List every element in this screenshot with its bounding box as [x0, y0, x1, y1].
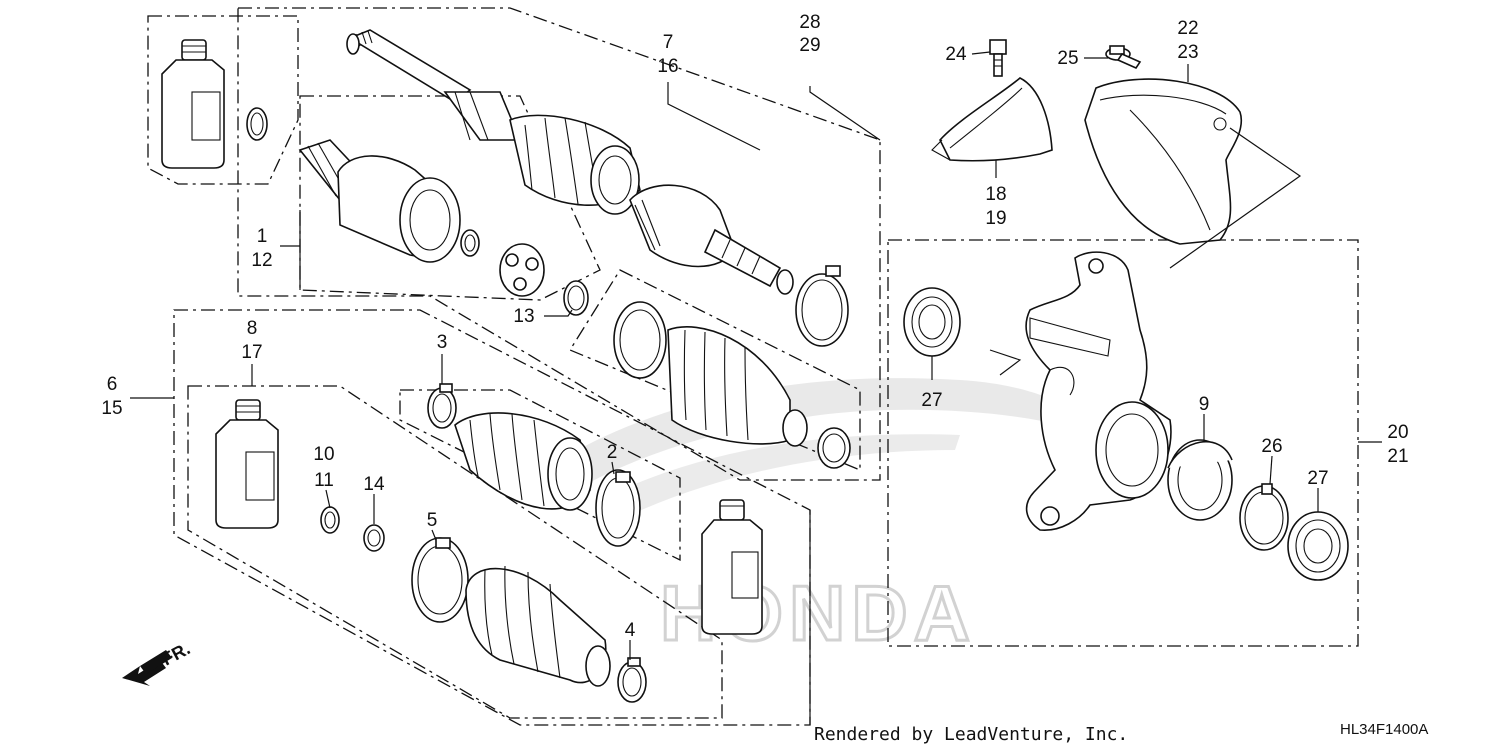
knuckle-guard-22-23	[1084, 78, 1243, 245]
callout-25: 25	[1057, 48, 1078, 69]
wheel-bearing-9	[1167, 439, 1233, 521]
leader-7-16	[667, 82, 761, 151]
oil-seal-27-bottom	[1287, 511, 1349, 581]
boot-band-2	[595, 469, 641, 547]
callout-9: 9	[1199, 394, 1210, 415]
callout-27b: 27	[1307, 468, 1328, 489]
callout-2: 2	[607, 442, 618, 463]
diagram-code: HL34F1400A	[1340, 721, 1428, 738]
bolt-25	[1105, 45, 1142, 70]
boot-band-outer	[795, 265, 849, 347]
callout-13: 13	[513, 306, 534, 327]
leader-10-11	[325, 489, 331, 509]
steering-knuckle	[989, 251, 1172, 531]
tripod-bearing	[499, 243, 545, 297]
callout-24: 24	[945, 44, 967, 65]
snap-ring-top	[246, 107, 268, 141]
callout-26: 26	[1261, 436, 1282, 457]
grease-bottle-mid	[701, 499, 763, 635]
boot-middle	[454, 412, 593, 511]
grease-bottle-top	[161, 39, 225, 169]
leader-24	[971, 51, 991, 55]
callout-3: 3	[437, 332, 448, 353]
front-direction-arrow	[122, 650, 172, 686]
leader-13	[544, 309, 573, 317]
leader-26	[1269, 455, 1273, 485]
callout-27a: 27	[921, 390, 942, 411]
snap-ring-14	[363, 524, 385, 552]
outline-boot-set-lower	[187, 385, 723, 719]
outline-axle-assembly	[237, 7, 881, 481]
outline-oil-top	[147, 15, 299, 185]
leader-2	[611, 461, 615, 475]
footer-credit: Rendered by LeadVenture, Inc.	[814, 724, 1128, 745]
outer-boot-shaft	[509, 114, 641, 215]
inner-boot-upper	[613, 301, 851, 469]
leader-lines	[130, 51, 1382, 725]
inner-joint-housing	[298, 139, 461, 263]
boot-band-5	[411, 537, 469, 623]
callout-14: 14	[363, 474, 385, 495]
grease-bottle-lower	[215, 399, 279, 529]
leader-5	[431, 529, 437, 541]
boot-band-3	[427, 383, 457, 429]
oil-seal-27-top	[903, 287, 961, 357]
leader-28-29	[809, 86, 881, 141]
snap-ring-26	[1239, 483, 1289, 551]
front-arrow-label: FR.	[158, 638, 193, 669]
boot-band-4	[617, 657, 647, 703]
outer-cv-joint	[629, 184, 794, 295]
callout-5: 5	[427, 510, 438, 531]
knuckle-guard-18-19	[931, 77, 1053, 162]
callout-4: 4	[625, 620, 636, 641]
outline-knuckle-assembly	[887, 239, 1359, 647]
snap-ring-10-11	[320, 506, 340, 534]
leader-guard-knuckle	[1169, 127, 1302, 269]
bolt-24	[989, 39, 1007, 77]
boot-lower	[465, 565, 611, 687]
circlip-13	[563, 280, 589, 316]
outline-boot-set-upper	[399, 389, 681, 562]
parts	[122, 29, 1349, 703]
drive-shaft	[346, 29, 522, 141]
snap-ring-joint	[460, 229, 480, 257]
